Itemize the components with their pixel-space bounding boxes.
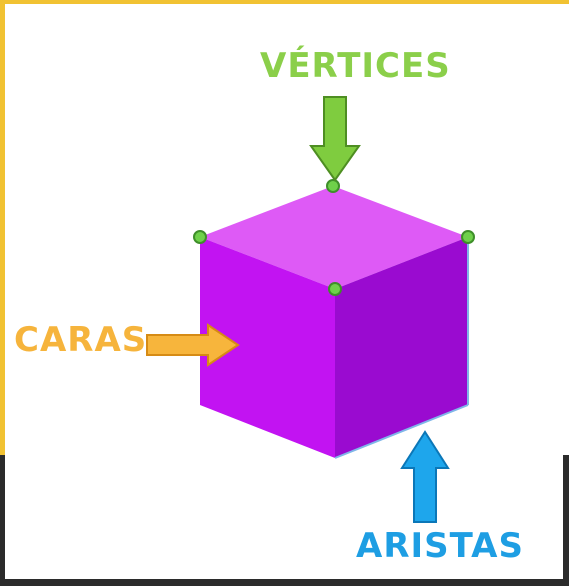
vertex-dot-front bbox=[329, 283, 341, 295]
vertex-dot-top bbox=[327, 180, 339, 192]
vertices-label: VÉRTICES bbox=[260, 46, 451, 86]
arrow-down-icon bbox=[311, 97, 359, 180]
caras-label: CARAS bbox=[14, 320, 147, 360]
arrow-up-icon bbox=[402, 432, 448, 522]
vertex-dot-right bbox=[462, 231, 474, 243]
aristas-label: ARISTAS bbox=[356, 526, 524, 566]
vertex-dot-left bbox=[194, 231, 206, 243]
